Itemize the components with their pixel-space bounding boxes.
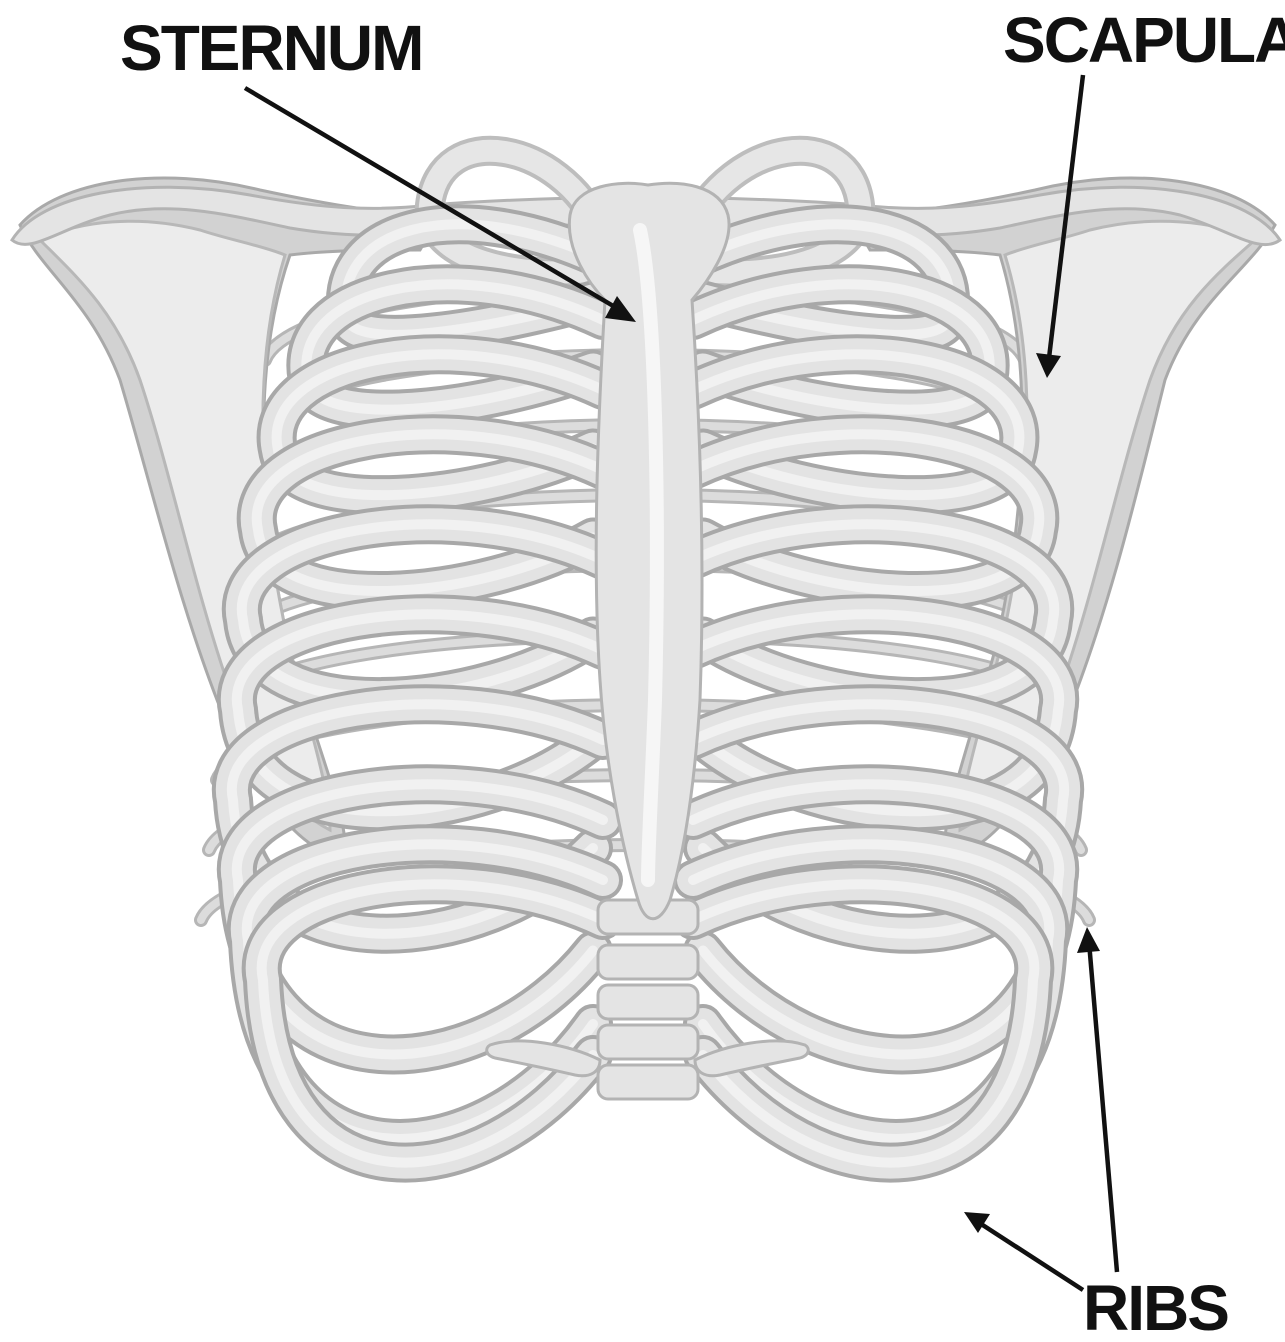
vertebra — [598, 945, 698, 979]
vertebra — [598, 1025, 698, 1059]
scapula-label: SCAPULA — [1003, 4, 1285, 76]
vertebra — [598, 985, 698, 1019]
vertebra — [598, 1065, 698, 1099]
ribs-label: RIBS — [1083, 1272, 1228, 1342]
ribs-arrow-upper — [1077, 927, 1117, 1272]
sternum-label: STERNUM — [120, 12, 422, 84]
spine — [598, 900, 698, 1099]
ribs-arrow-lower — [964, 1212, 1083, 1290]
